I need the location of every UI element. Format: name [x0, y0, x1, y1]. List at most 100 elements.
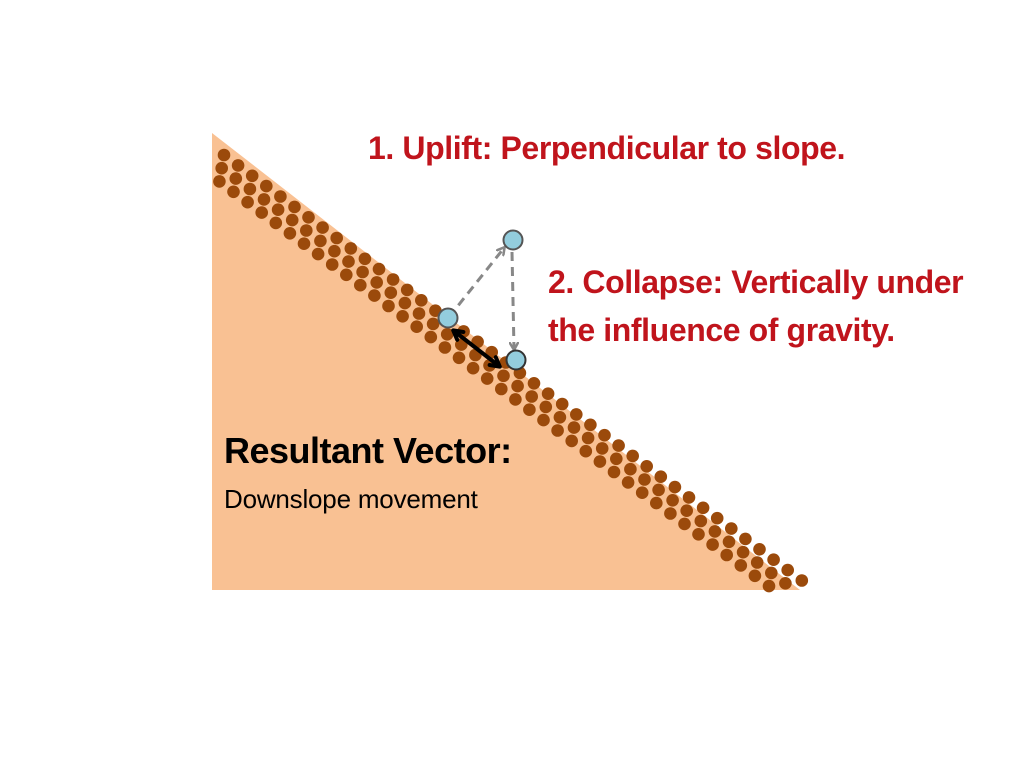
soil-particle — [610, 452, 623, 466]
soil-particle — [781, 563, 794, 577]
soil-particle — [584, 418, 597, 432]
soil-particle — [680, 504, 693, 517]
particle-end — [505, 349, 527, 371]
soil-particle — [330, 231, 344, 245]
soil-particle — [386, 273, 400, 286]
soil-particle — [678, 517, 691, 531]
soil-particle — [426, 317, 440, 331]
soil-particle — [734, 559, 748, 572]
soil-particle — [302, 211, 315, 224]
soil-particle — [551, 424, 564, 437]
soil-particle — [229, 172, 243, 185]
particle-uplift — [502, 229, 524, 251]
soil-particle — [424, 330, 438, 344]
soil-particle — [595, 442, 609, 455]
soil-particle — [736, 545, 750, 559]
resultant-arrow — [451, 328, 502, 369]
soil-particle — [762, 579, 776, 593]
soil-particle — [710, 511, 724, 525]
soil-particle — [260, 179, 273, 193]
soil-particle — [638, 473, 651, 486]
soil-particle — [269, 216, 283, 230]
soil-particle — [215, 161, 228, 175]
soil-particle — [342, 255, 355, 268]
soil-particle — [598, 428, 611, 442]
soil-particle — [372, 262, 386, 276]
soil-particle — [525, 390, 538, 403]
soil-particle — [624, 462, 637, 476]
soil-particle — [382, 299, 395, 313]
soil-particle — [652, 483, 665, 497]
resultant-subtitle: Downslope movement — [224, 484, 478, 514]
soil-layers — [213, 148, 809, 593]
soil-particle — [720, 548, 733, 562]
soil-particle — [274, 190, 287, 203]
soil-particle — [297, 237, 311, 250]
soil-particle — [354, 278, 367, 292]
soil-particle — [654, 470, 668, 484]
soil-particle — [257, 193, 271, 206]
soil-particle — [753, 543, 766, 556]
soil-particle — [725, 522, 738, 535]
soil-particle — [480, 372, 494, 385]
soil-particle — [356, 265, 369, 279]
soil-particle — [410, 320, 424, 334]
soil-particle — [795, 574, 809, 587]
soil-particle — [412, 307, 426, 320]
step2-line1: 2. Collapse: Vertically under — [548, 264, 964, 300]
soil-particle — [358, 252, 372, 266]
soil-particle — [607, 465, 621, 479]
soil-particle — [466, 361, 480, 375]
soil-particle — [227, 185, 240, 199]
soil-particle — [398, 296, 412, 310]
soil-particle — [243, 182, 257, 196]
soil-particle — [300, 224, 313, 237]
soil-particle — [328, 244, 341, 258]
soil-particle — [682, 491, 696, 504]
soil-particle — [288, 200, 301, 214]
soil-particle — [527, 377, 541, 390]
soil-particle — [509, 393, 522, 406]
soil-particle — [621, 476, 635, 489]
soil-particle — [579, 444, 593, 458]
soil-particle — [231, 159, 245, 172]
step2-line2: the influence of gravity. — [548, 312, 895, 348]
soil-particle — [635, 486, 649, 500]
soil-particle — [694, 514, 708, 528]
soil-particle — [765, 566, 778, 580]
soil-particle — [722, 535, 736, 549]
soil-particle — [650, 496, 663, 510]
soil-particle — [396, 310, 409, 323]
soil-particle — [344, 242, 358, 255]
soil-particle — [640, 460, 653, 473]
soil-particle — [241, 195, 254, 209]
particle-start — [437, 307, 459, 329]
soil-particle — [440, 328, 454, 341]
soil-particle — [767, 553, 780, 566]
soil-particle — [668, 480, 682, 494]
soil-particle — [452, 351, 466, 365]
soil-particle — [370, 276, 384, 289]
soil-particle — [626, 449, 639, 463]
resultant-title: Resultant Vector: — [224, 430, 512, 471]
step1-uplift-label: 1. Uplift: Perpendicular to slope. — [368, 130, 846, 166]
soil-particle — [748, 569, 762, 583]
soil-particle — [217, 148, 231, 162]
soil-particle — [497, 369, 510, 383]
soil-particle — [316, 221, 329, 234]
collapse-arrow — [512, 251, 514, 349]
soil-particle — [565, 434, 578, 448]
soil-particle — [495, 382, 508, 396]
step2-collapse-label: 2. Collapse: Vertically under the influe… — [548, 258, 964, 354]
soil-particle — [285, 213, 299, 227]
soil-particle — [384, 286, 398, 300]
soil-particle — [255, 206, 268, 219]
soil-particle — [537, 413, 550, 427]
soil-particle — [271, 203, 285, 216]
soil-particle — [612, 439, 625, 452]
soil-particle — [541, 387, 555, 401]
soil-particle — [340, 268, 353, 282]
soil-particle — [368, 289, 381, 302]
